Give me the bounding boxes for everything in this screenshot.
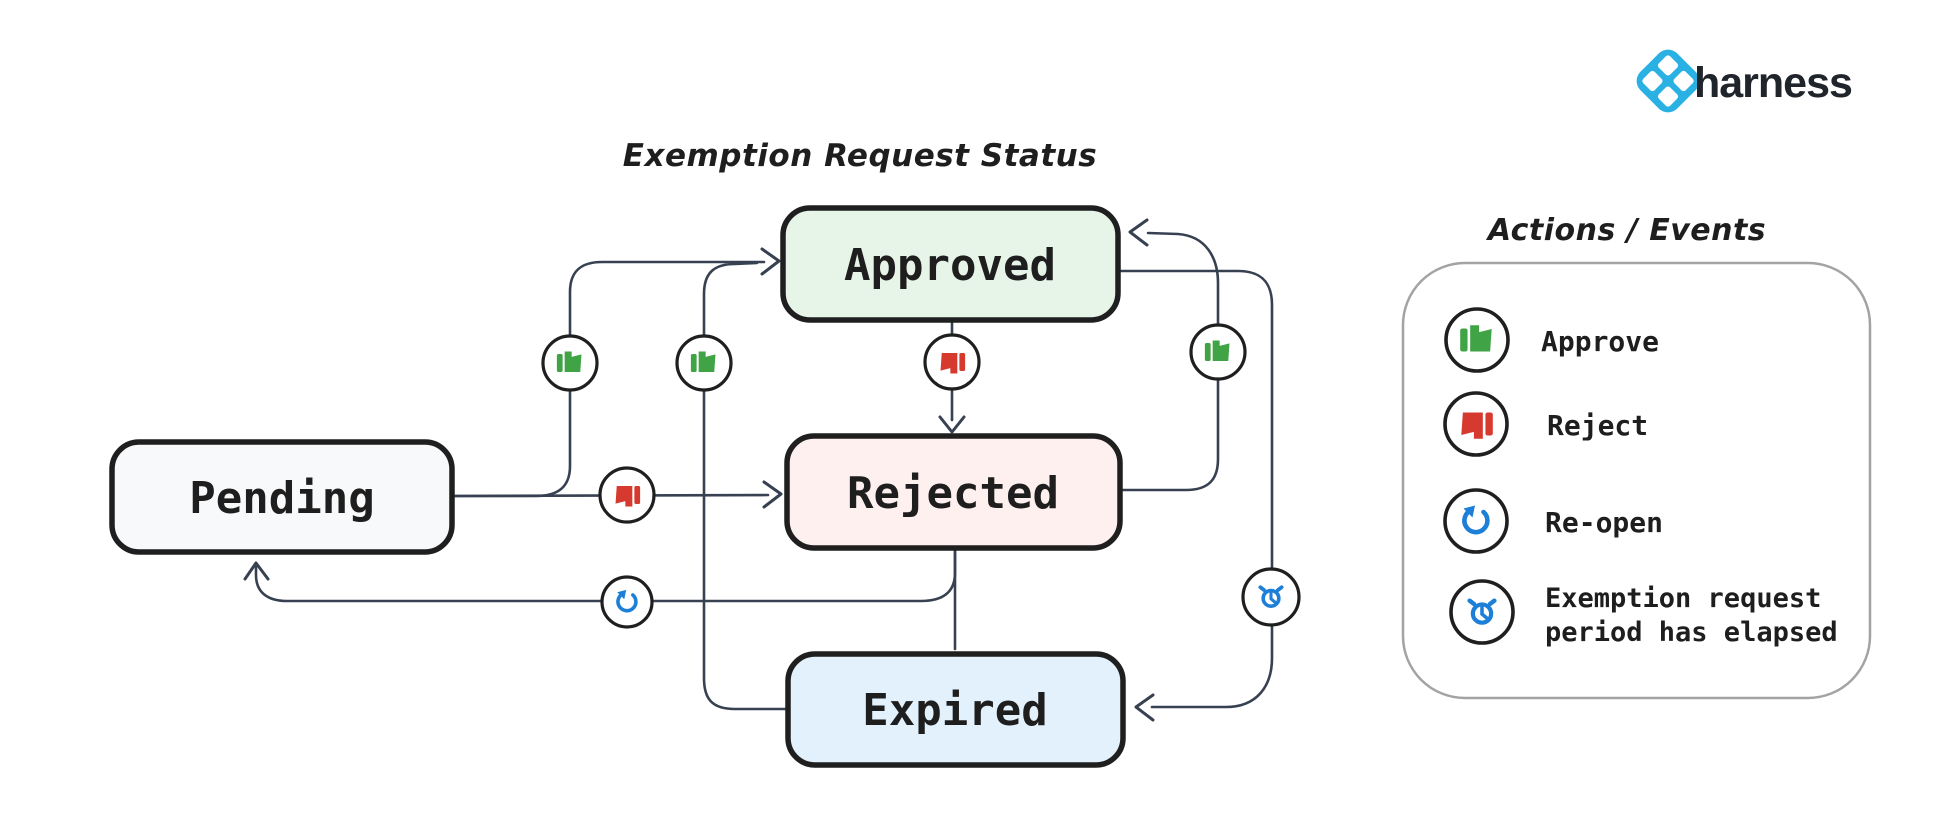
arrowhead-into-rejected-top <box>938 415 966 434</box>
edge-approved-expired <box>1118 269 1274 709</box>
state-expired <box>785 651 1126 768</box>
legend-label-period-elapsed: Exemption request period has elapsed <box>1545 583 1838 648</box>
arrowhead-into-pending-bottom <box>243 561 270 581</box>
state-approved-label: Approved <box>844 240 1056 291</box>
state-expired-label: Expired <box>862 685 1047 736</box>
harness-logo-text: harness <box>1694 59 1852 107</box>
harness-logo: harness <box>1636 49 1853 113</box>
arrowhead-into-expired-right <box>1134 693 1155 722</box>
state-pending <box>109 439 455 555</box>
state-pending-label: Pending <box>189 473 374 524</box>
legend-badge-reopen <box>1443 488 1509 554</box>
badge-reopen <box>600 575 654 629</box>
diagram-title: Exemption Request Status <box>623 138 1097 174</box>
harness-logo-icon <box>1636 49 1700 113</box>
arrowhead-into-approved-right <box>1128 218 1149 247</box>
legend-box <box>1401 261 1872 700</box>
state-nodes: Pending Approved Rejected Expired <box>109 205 1126 768</box>
state-approved <box>780 205 1121 323</box>
legend-label-approve: Approve <box>1541 325 1659 358</box>
edge-rejected-approved <box>1120 231 1220 492</box>
arrowhead-into-approved-left <box>760 247 781 276</box>
legend-label-period-line1: Exemption request <box>1545 583 1821 614</box>
edge-expired-approved <box>702 261 790 711</box>
legend-label-reject: Reject <box>1547 409 1648 442</box>
legend: Actions / Events Approve Reject Re-open … <box>1401 213 1872 700</box>
legend-label-period-line2: period has elapsed <box>1545 617 1838 648</box>
edge-action-badges <box>541 323 1301 629</box>
state-rejected-label: Rejected <box>847 468 1059 519</box>
legend-label-reopen: Re-open <box>1545 506 1663 539</box>
arrowhead-into-rejected-left <box>762 480 783 509</box>
legend-title: Actions / Events <box>1486 213 1766 248</box>
state-rejected <box>784 433 1123 551</box>
